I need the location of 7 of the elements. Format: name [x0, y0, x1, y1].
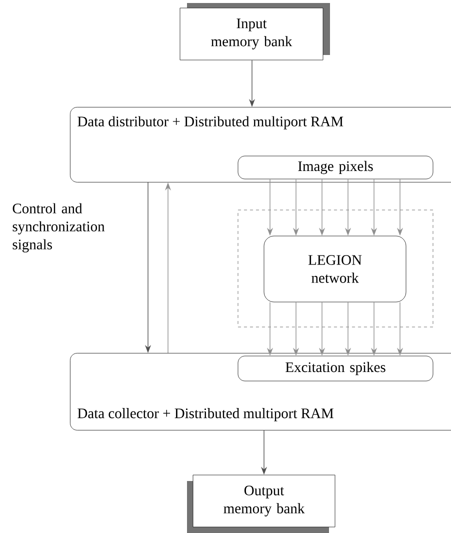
port-box: Image pixels [238, 156, 434, 180]
network-box: LEGION network [264, 236, 406, 302]
memory-bank-box: Output memory bank [187, 474, 336, 533]
dashed-frame [238, 210, 434, 328]
signal-label: Control and synchronization signals [12, 203, 105, 252]
port-box: Excitation spikes [238, 356, 434, 382]
memory-bank-box: Input memory bank [180, 3, 330, 60]
